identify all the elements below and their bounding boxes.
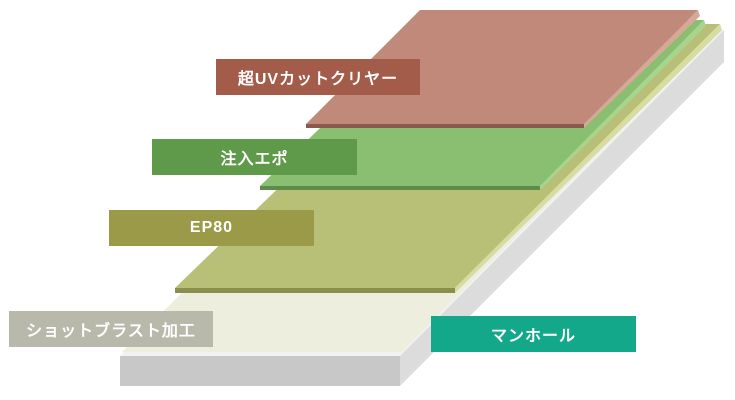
ep80-layer-edge xyxy=(175,288,455,293)
epoxy-layer-edge xyxy=(260,186,540,190)
label-shot-blast: ショットブラスト加工 xyxy=(9,311,213,347)
ep80-layer-side xyxy=(455,24,722,293)
label-uv-cut-clear: 超UVカットクリヤー xyxy=(216,59,420,95)
label-injection-epoxy: 注入エポ xyxy=(152,139,357,175)
topcoat-layer xyxy=(306,10,698,124)
epoxy-layer-side xyxy=(540,20,706,190)
base-slab-front xyxy=(120,356,400,386)
base-slab-side xyxy=(400,30,724,386)
topcoat-layer-edge xyxy=(306,124,584,128)
topcoat-layer-side xyxy=(584,10,700,128)
label-ep80: EP80 xyxy=(109,210,314,246)
label-manhole: マンホール xyxy=(431,316,636,352)
